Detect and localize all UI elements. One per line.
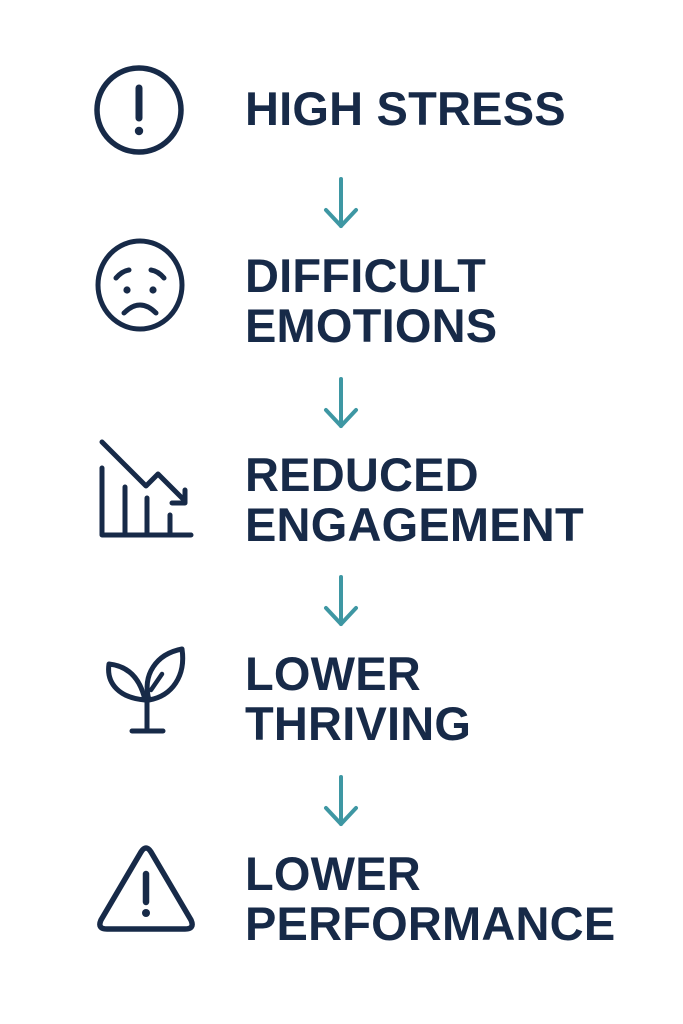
step-label-line: LOWER <box>245 647 421 700</box>
sprout-icon <box>100 640 190 740</box>
step-label-lower-thriving: LOWER THRIVING <box>245 649 471 749</box>
warning-triangle-icon <box>95 840 200 940</box>
step-label-line: REDUCED <box>245 448 479 501</box>
arrow-down-icon <box>321 376 361 430</box>
arrow-down-icon <box>321 176 361 230</box>
step-label-line: ENGAGEMENT <box>245 498 584 551</box>
step-label-line: PERFORMANCE <box>245 897 616 950</box>
step-label-difficult-emotions: DIFFICULT EMOTIONS <box>245 251 497 351</box>
step-label-line: HIGH STRESS <box>245 82 566 135</box>
step-label-lower-performance: LOWER PERFORMANCE <box>245 849 615 949</box>
arrow-down-icon <box>321 774 361 828</box>
step-label-line: THRIVING <box>245 697 472 750</box>
arrow-down-icon <box>321 574 361 628</box>
step-label-line: DIFFICULT <box>245 249 487 302</box>
step-label-high-stress: HIGH STRESS <box>245 84 566 134</box>
declining-chart-icon <box>95 435 200 545</box>
step-label-line: EMOTIONS <box>245 299 498 352</box>
step-label-line: LOWER <box>245 847 421 900</box>
exclamation-circle-icon <box>90 62 190 162</box>
step-label-reduced-engagement: REDUCED ENGAGEMENT <box>245 450 584 550</box>
worried-face-icon <box>90 235 190 335</box>
